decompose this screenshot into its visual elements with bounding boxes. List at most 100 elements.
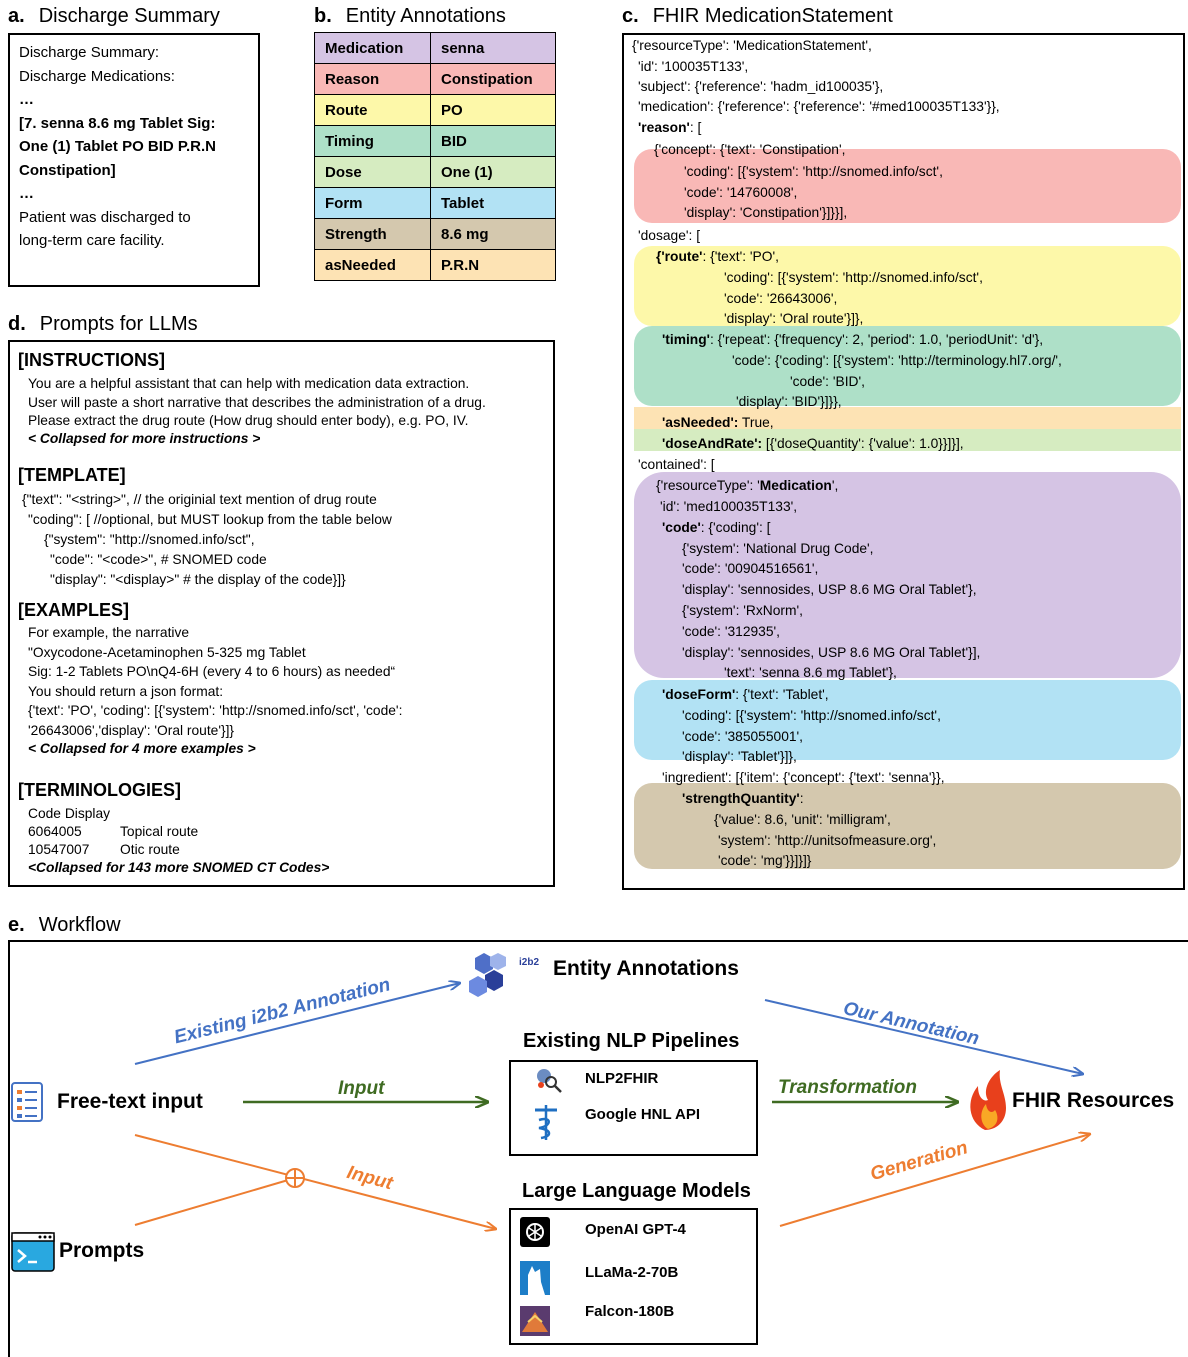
strength-highlight: [634, 783, 1181, 869]
prompt-line: '26643006','display': 'Oral route'}]}: [28, 722, 235, 738]
fhir-code-line: 'doseForm': {'text': 'Tablet',: [662, 687, 829, 702]
fhir-code-line: 'display': 'BID'}]}},: [736, 394, 842, 409]
fhir-code-line: {'route': {'text': 'PO',: [656, 249, 779, 264]
fhir-code-line: {'system': 'RxNorm',: [682, 603, 803, 618]
fhir-code-line: 'system': 'http://unitsofmeasure.org',: [718, 833, 937, 848]
fhir-code-line: 'doseAndRate': [{'doseQuantity': {'value…: [662, 436, 964, 451]
form-highlight: [634, 680, 1181, 760]
annotation-key: Route: [314, 94, 431, 126]
discharge-line: Discharge Medications:: [19, 67, 175, 85]
falcon-icon: [520, 1306, 550, 1336]
llm-box: [509, 1208, 758, 1345]
fhir-code-line: 'code': '385055001',: [682, 729, 804, 744]
timing-highlight: [634, 326, 1181, 406]
pipeline-nlp2fhir: NLP2FHIR: [585, 1070, 659, 1087]
panel-a-title: a.Discharge Summary: [8, 5, 220, 27]
fhir-code-line: 'code': {'coding': [: [662, 520, 771, 535]
route-highlight: [634, 246, 1181, 326]
discharge-line: One (1) Tablet PO BID P.R.N: [19, 138, 216, 155]
fhir-code-line: 'contained': [: [638, 457, 715, 472]
discharge-line: …: [19, 91, 34, 108]
fhir-code-line: 'reason': [: [638, 120, 702, 135]
fhir-code-line: {'resourceType': 'MedicationStatement',: [632, 38, 872, 53]
prompt-line: "code": "<code>", # SNOMED code: [50, 552, 267, 567]
prompts-label: Prompts: [59, 1239, 145, 1262]
fhir-resources-label: FHIR Resources: [1012, 1089, 1175, 1112]
prompt-line: User will paste a short narrative that d…: [28, 394, 486, 410]
fhir-code-line: 'display': 'sennosides, USP 8.6 MG Oral …: [682, 582, 977, 597]
template-heading: [TEMPLATE]: [18, 465, 126, 485]
fhir-code-line: 'subject': {'reference': 'hadm_id100035'…: [638, 79, 884, 94]
dose-highlight: [634, 429, 1181, 451]
terminologies-collapsed: <Collapsed for 143 more SNOMED CT Codes>: [28, 860, 330, 875]
llm-prompts-box: [INSTRUCTIONS] You are a helpful assista…: [8, 340, 555, 887]
instructions-heading: [INSTRUCTIONS]: [18, 350, 165, 370]
arrow-input-orange: [134, 1134, 496, 1229]
examples-heading: [EXAMPLES]: [18, 600, 130, 620]
fhir-code-line: 'strengthQuantity':: [682, 791, 804, 806]
fhir-code-line: 'code': {'coding': [{'system': 'http://t…: [732, 353, 1062, 368]
panel-c-title: c.FHIR MedicationStatement: [622, 5, 893, 27]
discharge-line: …: [19, 185, 34, 202]
prompt-line: Please extract the drug route (How drug …: [28, 413, 469, 428]
i2b2-logo-text: i2b2: [519, 957, 540, 968]
fhir-medication-statement-box: {'resourceType': 'MedicationStatement', '…: [622, 33, 1185, 890]
reason-highlight: [634, 149, 1181, 223]
fhir-code-line: 'code': '26643006',: [724, 291, 838, 306]
fhir-code-line: 'display': 'Constipation'}]}}],: [684, 205, 848, 220]
fhir-code-line: 'id': '100035T133',: [638, 59, 749, 74]
discharge-line: Patient was discharged to: [19, 208, 191, 226]
terminology-code: 10547007: [28, 842, 90, 857]
fhir-code-line: 'code': 'BID',: [790, 374, 865, 389]
prompt-line: {'text': 'PO', 'coding': [{'system': 'ht…: [28, 703, 403, 718]
discharge-line: Constipation]: [19, 161, 116, 179]
fhir-code-line: 'code': '14760008',: [684, 185, 798, 200]
llm-falcon: Falcon-180B: [585, 1303, 675, 1320]
entity-annotations-label: Entity Annotations: [553, 957, 739, 980]
panel-e-title: e.Workflow: [8, 914, 121, 936]
panel-b-title: b.Entity Annotations: [314, 5, 506, 27]
annotation-key: Strength: [314, 218, 431, 250]
fhir-code-line: 'coding': [{'system': 'http://snomed.inf…: [682, 708, 941, 723]
fhir-code-line: 'id': 'med100035T133',: [660, 499, 798, 514]
nlp2fhir-icon: [537, 1069, 562, 1093]
annotation-key: Medication: [314, 32, 431, 64]
annotation-value: PO: [430, 94, 556, 126]
terminologies-header: Code Display: [28, 806, 111, 821]
annotation-key: Timing: [314, 125, 431, 157]
fhir-code-line: 'coding': [{'system': 'http://snomed.inf…: [684, 164, 943, 179]
fhir-code-line: {'value': 8.6, 'unit': 'milligram',: [714, 812, 891, 827]
arrow-our-annotation: [764, 999, 1083, 1074]
terminologies-heading: [TERMINOLOGIES]: [18, 780, 181, 800]
terminology-code: 6064005: [28, 824, 82, 839]
workflow-box: [8, 940, 1188, 1357]
llm-title: Large Language Models: [522, 1180, 751, 1202]
openai-icon: [520, 1217, 550, 1247]
fhir-code-line: 'display': 'Tablet'}]},: [682, 749, 797, 764]
examples-collapsed: < Collapsed for 4 more examples >: [28, 741, 256, 756]
fhir-code-line: 'code': '00904516561',: [682, 561, 819, 576]
llama-icon: [520, 1261, 550, 1295]
asneeded-highlight: [634, 407, 1181, 429]
annotation-key: Dose: [314, 156, 431, 188]
prompt-line: "display": "<display>" # the display of …: [50, 572, 346, 587]
arrow-generation: [779, 1134, 1090, 1227]
prompt-line: {"text": "<string>", // the originial te…: [22, 492, 377, 507]
fhir-code-line: 'code': '312935',: [682, 624, 780, 639]
terminology-display: Topical route: [120, 824, 199, 839]
prompt-line: "coding": [ //optional, but MUST lookup …: [28, 512, 392, 527]
discharge-line: long-term care facility.: [19, 232, 165, 249]
caduceus-icon: [535, 1105, 557, 1140]
fhir-code-line: 'medication': {'reference': {'reference'…: [638, 99, 1000, 114]
annotation-value: Tablet: [430, 187, 556, 219]
fhir-code-line: {'resourceType': 'Medication',: [656, 478, 839, 493]
fhir-code-line: 'ingredient': [{'item': {'concept': {'te…: [662, 770, 945, 785]
annotation-value: P.R.N: [430, 249, 556, 281]
prompt-line: Sig: 1-2 Tablets PO\nQ4-6H (every 4 to 6…: [28, 664, 396, 679]
discharge-summary-box: Discharge Summary:Discharge Medications:…: [8, 33, 260, 287]
